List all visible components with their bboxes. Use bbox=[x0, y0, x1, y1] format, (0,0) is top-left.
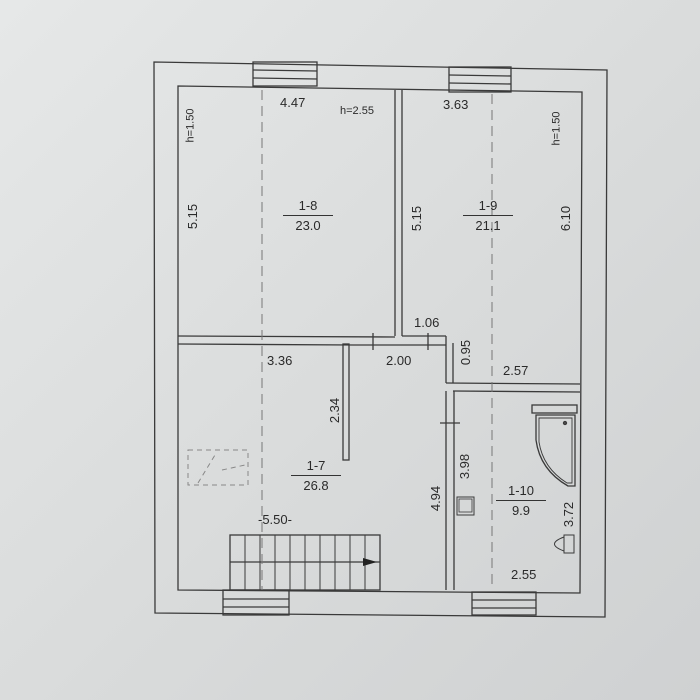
dim-1-10-left-height: 3.98 bbox=[457, 453, 473, 480]
room-id: 1-7 bbox=[291, 458, 341, 476]
dim-1-7-total-width: -5.50- bbox=[258, 512, 292, 527]
room-1-9-label: 1-9 21.1 bbox=[463, 198, 513, 233]
room-1-8-label: 1-8 23.0 bbox=[283, 198, 333, 233]
dim-1-10-width: 2.55 bbox=[511, 567, 537, 582]
ceiling-height-1-8: h=2.55 bbox=[340, 105, 374, 117]
room-area: 9.9 bbox=[511, 503, 531, 518]
room-1-7-label: 1-7 26.8 bbox=[291, 458, 341, 493]
dim-1-9-left-height: 5.15 bbox=[409, 205, 425, 232]
dim-1-7-top-width: 3.36 bbox=[267, 353, 293, 368]
dim-1-8-width: 4.47 bbox=[280, 95, 306, 110]
room-1-10-label: 1-10 9.9 bbox=[496, 483, 546, 518]
dim-1-7-mid-width: 2.00 bbox=[386, 353, 412, 368]
dim-1-7-right-height: 4.94 bbox=[428, 485, 444, 512]
room-id: 1-8 bbox=[283, 198, 333, 216]
dim-1-9-width: 3.63 bbox=[443, 97, 469, 112]
room-area: 23.0 bbox=[295, 218, 321, 233]
inner-wall bbox=[177, 85, 583, 594]
room-id: 1-9 bbox=[463, 198, 513, 216]
room-area: 21.1 bbox=[475, 218, 501, 233]
dim-partition: 2.34 bbox=[327, 397, 343, 424]
room-area: 26.8 bbox=[303, 478, 329, 493]
room-id: 1-10 bbox=[496, 483, 546, 501]
ventilation-shaft bbox=[187, 449, 249, 486]
dim-notch-height: 0.95 bbox=[458, 339, 474, 366]
dim-notch-width: 1.06 bbox=[414, 315, 440, 330]
dim-1-9-right-height: 6.10 bbox=[558, 205, 574, 232]
ceiling-height-1-8-low: h=1.50 bbox=[184, 108, 197, 143]
dim-1-9-bottom-width: 2.57 bbox=[503, 363, 529, 378]
ceiling-height-1-9: h=1.50 bbox=[550, 111, 563, 146]
dim-1-8-height: 5.15 bbox=[185, 203, 201, 230]
outer-wall bbox=[153, 61, 608, 618]
dim-1-10-right-height: 3.72 bbox=[561, 501, 577, 528]
